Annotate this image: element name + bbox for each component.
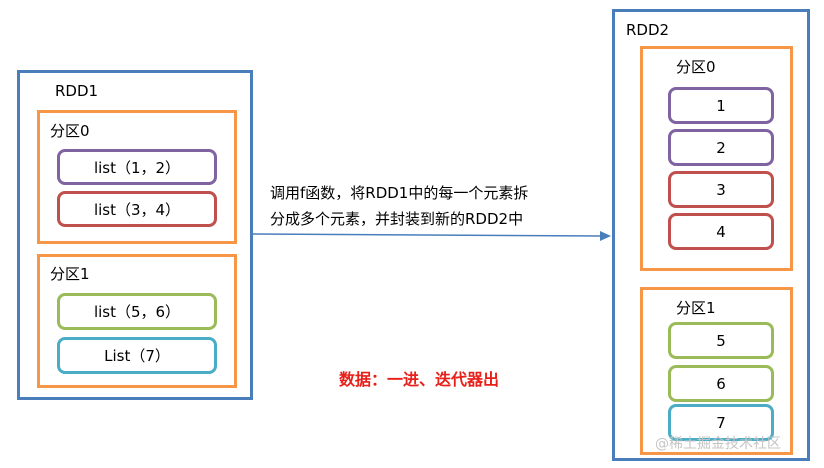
- rdd2-element-5: 5: [668, 322, 774, 359]
- data-flow-note: 数据：一进、迭代器出: [339, 370, 500, 389]
- arrow-description-line-1: 调用f函数，将RDD1中的每一个元素拆: [270, 184, 529, 202]
- rdd1-partition-0-title: 分区0: [50, 122, 90, 140]
- rdd1-element-list-1-2: list（1，2）: [57, 149, 217, 185]
- rdd2-element-1: 1: [668, 87, 774, 124]
- rdd1-title: RDD1: [55, 82, 99, 100]
- rdd2-title: RDD2: [626, 21, 670, 39]
- rdd1-element-list-3-4: list（3，4）: [57, 191, 217, 227]
- rdd1-element-list-7: List（7）: [57, 337, 217, 374]
- rdd2-container: RDD2 分区0 1 2 3 4 分区1 5 6 7: [612, 9, 810, 461]
- rdd2-element-3: 3: [668, 171, 774, 208]
- rdd2-element-6: 6: [668, 365, 774, 402]
- rdd1-element-list-5-6: list（5，6）: [57, 293, 217, 330]
- rdd1-partition-1: 分区1 list（5，6） List（7）: [37, 254, 237, 388]
- rdd2-partition-1: 分区1 5 6 7: [640, 287, 793, 455]
- rdd2-element-7: 7: [668, 404, 774, 441]
- rdd1-partition-1-title: 分区1: [50, 265, 90, 283]
- rdd2-partition-1-title: 分区1: [676, 299, 716, 317]
- arrow-line: [253, 233, 603, 237]
- flatmap-arrow: [253, 231, 611, 241]
- rdd2-partition-0-title: 分区0: [676, 58, 716, 76]
- arrow-description: 调用f函数，将RDD1中的每一个元素拆 分成多个元素，并封装到新的RDD2中: [270, 180, 528, 232]
- rdd2-partition-0: 分区0 1 2 3 4: [640, 46, 793, 271]
- rdd2-element-4: 4: [668, 213, 774, 250]
- rdd1-partition-0: 分区0 list（1，2） list（3，4）: [37, 110, 237, 244]
- arrow-description-line-2: 分成多个元素，并封装到新的RDD2中: [270, 210, 524, 228]
- rdd1-container: RDD1 分区0 list（1，2） list（3，4） 分区1 list（5，…: [17, 70, 253, 400]
- rdd2-element-2: 2: [668, 129, 774, 166]
- arrow-head: [600, 231, 611, 241]
- watermark: @稀土掘金技术社区: [655, 436, 781, 452]
